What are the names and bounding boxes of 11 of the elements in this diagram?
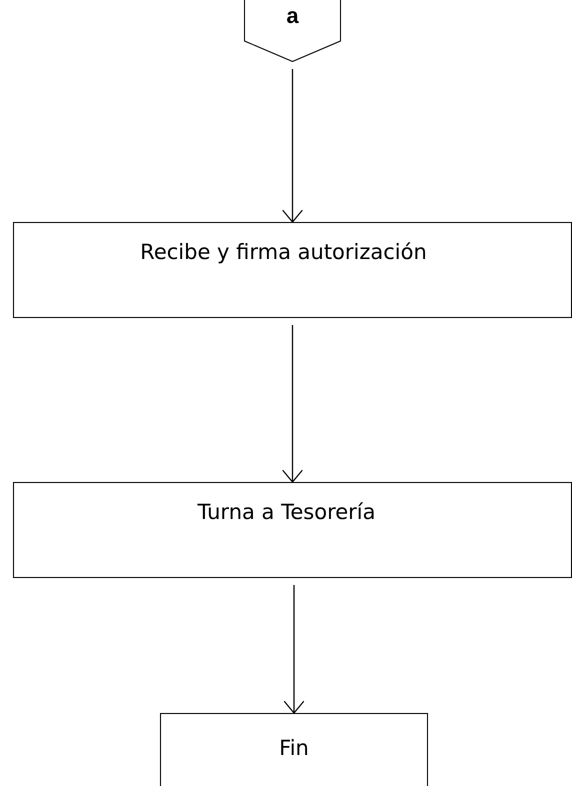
connector-label: a: [286, 3, 299, 29]
off-page-connector: [244, 0, 341, 62]
arrow: [282, 69, 304, 223]
process-box: [13, 222, 572, 318]
process-box: [13, 482, 572, 578]
arrow: [282, 325, 304, 483]
arrow: [283, 585, 305, 714]
step-label: Turna a Tesorería: [197, 500, 376, 524]
step-label: Recibe y firma autorización: [140, 240, 427, 264]
terminal-box: [160, 713, 428, 786]
step-label: Fin: [279, 736, 309, 760]
